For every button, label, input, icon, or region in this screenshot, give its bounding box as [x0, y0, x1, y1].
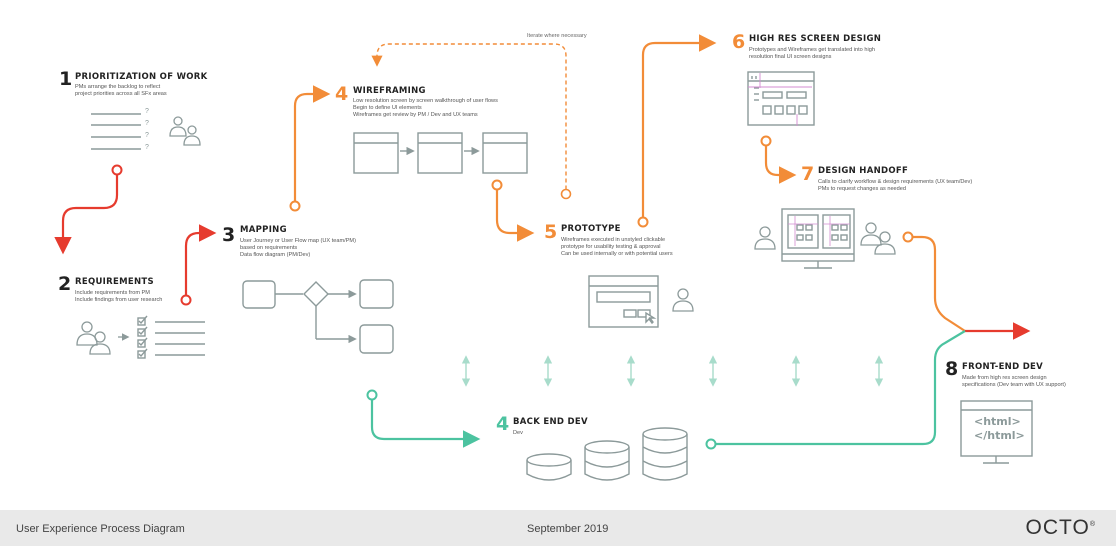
- step-7-desc: Calls to clarify workflow & design requi…: [818, 179, 973, 193]
- question-mark: ?: [145, 132, 149, 139]
- footer-title: User Experience Process Diagram: [16, 523, 185, 535]
- iterate-loop: [371, 43, 572, 200]
- step-7-number: 7: [801, 163, 815, 185]
- connector-3-to-4: [289, 85, 331, 212]
- database-icons: [526, 427, 688, 481]
- step-5-desc: Wireframes executed in unstyled clickabl…: [561, 237, 673, 258]
- step-8-title: FRONT-END DEV: [962, 362, 1044, 372]
- question-mark: ?: [145, 120, 149, 127]
- checklist-icon: [137, 315, 205, 359]
- step-2-number: 2: [58, 273, 72, 295]
- flowchart-icon: [242, 279, 394, 354]
- user-icon-5: [672, 288, 694, 312]
- step-8-number: 8: [945, 358, 959, 380]
- step-6-title: HIGH RES SCREEN DESIGN: [749, 34, 882, 44]
- sync-arrows: [461, 355, 884, 387]
- users-icon-7b: [860, 222, 896, 255]
- iterate-label: Iterate where necessary: [527, 33, 587, 39]
- users-icon-2: [76, 321, 111, 355]
- user-icon-7a: [754, 226, 776, 250]
- step-6-number: 6: [732, 31, 746, 53]
- users-icon-1: [169, 116, 201, 146]
- design-guides: [748, 73, 812, 126]
- monitor-icon-7: [781, 208, 855, 269]
- html-code-text: <html></html>: [974, 415, 1025, 442]
- step-1-title: PRIORITIZATION OF WORK: [75, 72, 208, 82]
- octo-logo: OCTO®: [1025, 516, 1096, 539]
- step-6-desc: Prototypes and Wireframes get translated…: [749, 47, 875, 61]
- step-3-title: MAPPING: [240, 225, 287, 235]
- connector-6-to-7: [760, 135, 797, 184]
- question-mark: ?: [145, 108, 149, 115]
- step-3-desc: User Journey or User Flow map (UX team/P…: [240, 238, 356, 259]
- step-1-number: 1: [59, 68, 73, 90]
- footer-date: September 2019: [527, 523, 609, 535]
- backend-number: 4: [496, 413, 510, 435]
- connector-1-to-2: [54, 164, 123, 255]
- step-5-number: 5: [544, 221, 558, 243]
- step-4-title: WIREFRAMING: [353, 86, 426, 96]
- diagram-graphics: [54, 34, 1033, 481]
- screen-design-icon: [747, 71, 815, 126]
- design-guides-7: [788, 216, 850, 246]
- question-mark: ?: [145, 144, 149, 151]
- step-7-title: DESIGN HANDOFF: [818, 166, 909, 176]
- step-2-title: REQUIREMENTS: [75, 277, 154, 287]
- step-4-number: 4: [335, 83, 349, 105]
- code-monitor-icon: [960, 400, 1033, 464]
- backlog-list-icon: [91, 113, 141, 150]
- connector-2-to-3: [180, 224, 217, 306]
- footer: User Experience Process Diagram Septembe…: [0, 510, 1116, 546]
- step-3-number: 3: [222, 224, 236, 246]
- connector-mapping-to-backend: [366, 389, 481, 448]
- step-4-desc: Low resolution screen by screen walkthro…: [353, 98, 498, 119]
- step-5-title: PROTOTYPE: [561, 224, 621, 234]
- connector-backend-to-merge: [705, 330, 966, 450]
- backend-title: BACK END DEV: [513, 417, 588, 427]
- prototype-icon: [588, 275, 659, 328]
- connector-7-to-merge: [902, 231, 966, 332]
- wireframes-icon: [353, 132, 528, 174]
- connector-5-to-6: [637, 34, 717, 228]
- connector-4-to-5: [491, 179, 535, 242]
- backend-desc: Dev: [513, 430, 523, 436]
- process-diagram: ? ? ? ? Iterate where necessary 1 PRIORI…: [54, 31, 1066, 481]
